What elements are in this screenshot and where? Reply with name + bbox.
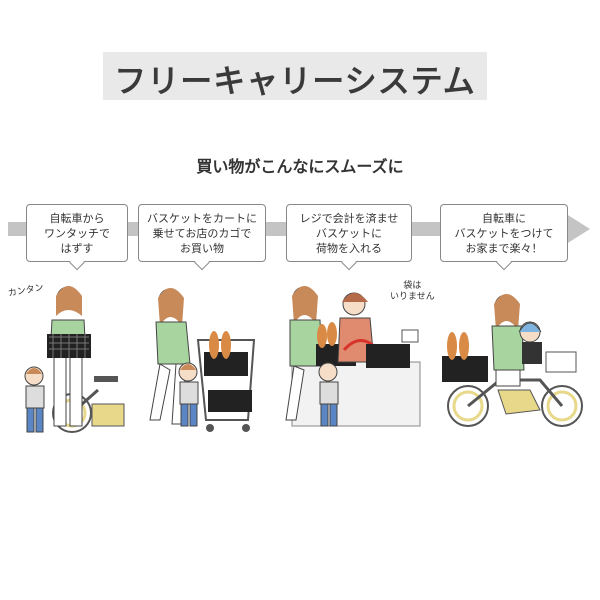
title-banner: フリーキャリーシステム [103, 52, 487, 100]
page-subtitle: 買い物がこんなにスムーズに [196, 157, 404, 176]
scene-3-illustration [285, 286, 421, 427]
scene-1-illustration [24, 286, 125, 433]
step-2-bubble: バスケットをカートに 乗せてお店のカゴで お買い物 [138, 204, 266, 262]
illustration-scene [24, 286, 583, 433]
step-1-label: 自転車から ワンタッチで はずす [44, 211, 110, 255]
bag-note: 袋は いりません [390, 281, 435, 302]
step-1-bubble: 自転車から ワンタッチで はずす [26, 204, 128, 262]
step-3-label: レジで会計を済ませ バスケットに 荷物を入れる [299, 211, 399, 255]
scene-4-illustration [442, 294, 583, 427]
scene-2-illustration [149, 288, 256, 432]
step-4-label: 自転車に バスケットをつけて お家まで楽々！ [454, 211, 554, 255]
page-title: フリーキャリーシステム [114, 62, 476, 100]
step-2-label: バスケットをカートに 乗せてお店のカゴで お買い物 [147, 211, 257, 255]
step-3-bubble: レジで会計を済ませ バスケットに 荷物を入れる [286, 204, 412, 262]
step-4-bubble: 自転車に バスケットをつけて お家まで楽々！ [440, 204, 568, 262]
